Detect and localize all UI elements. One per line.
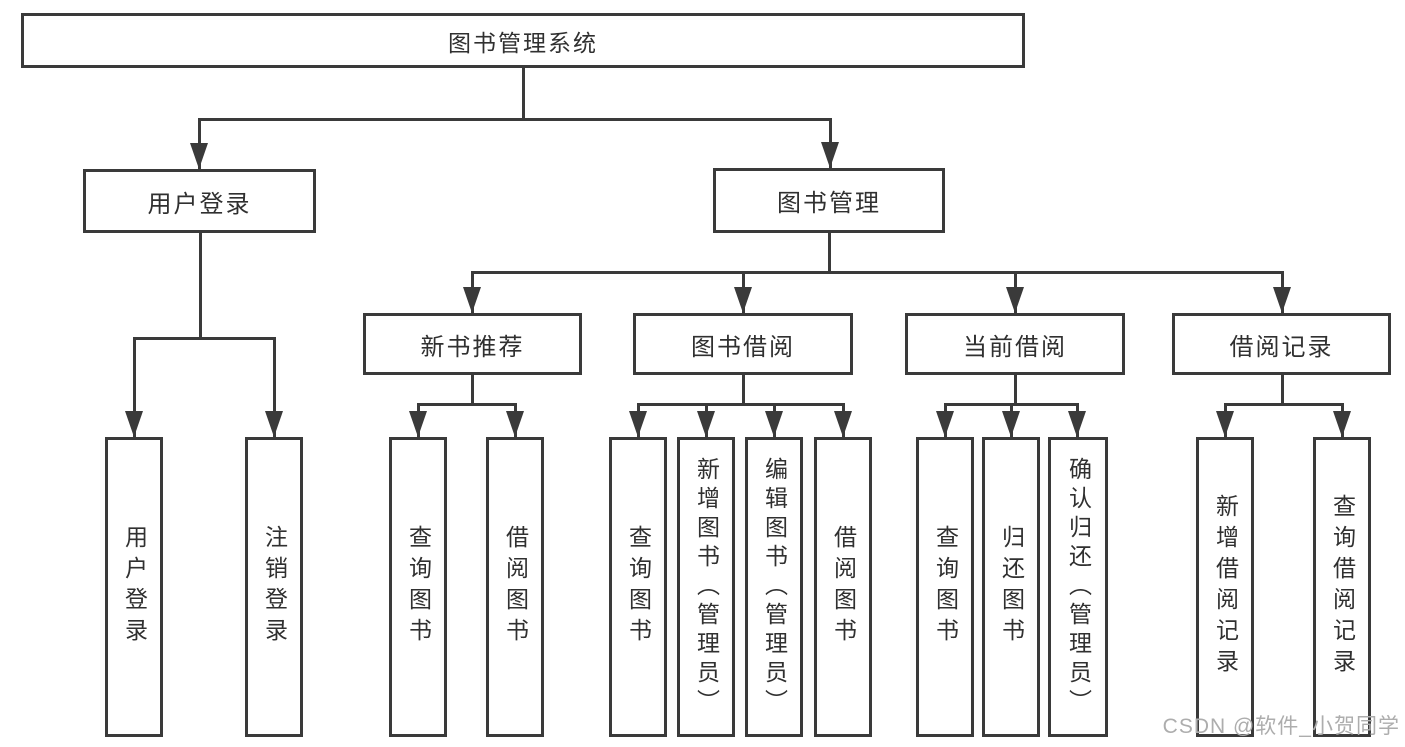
arrowhead-icon (409, 411, 427, 437)
leaf-confirm-return-admin: 确认归还（管理员） (1048, 437, 1108, 737)
leaf-query-books-borrow-label: 查询图书 (625, 525, 652, 649)
node-user-login: 用户登录 (83, 169, 316, 233)
arrowhead-icon (1216, 411, 1234, 437)
arrowhead-icon (834, 411, 852, 437)
arrowhead-icon (463, 287, 481, 313)
arrowhead-icon (190, 143, 208, 169)
connector-line (198, 233, 202, 338)
leaf-borrow-books-recommend-label: 借阅图书 (502, 525, 529, 649)
node-book-borrow: 图书借阅 (633, 313, 853, 375)
connector-line (1013, 375, 1017, 404)
connector-line (470, 270, 1284, 274)
connector-line (1280, 375, 1284, 404)
connector-line (416, 402, 517, 406)
arrowhead-icon (765, 411, 783, 437)
leaf-edit-book-admin: 编辑图书（管理员） (745, 437, 803, 737)
arrowhead-icon (1273, 287, 1291, 313)
arrowhead-icon (821, 142, 839, 168)
connector-line (636, 402, 845, 406)
leaf-confirm-return-admin-label: 确认归还（管理员） (1065, 456, 1092, 718)
arrowhead-icon (697, 411, 715, 437)
connector-line (272, 338, 276, 437)
connector-line (943, 402, 1079, 406)
arrowhead-icon (936, 411, 954, 437)
connector-line (827, 233, 831, 272)
node-new-book-recommend: 新书推荐 (363, 313, 582, 375)
leaf-query-books-current: 查询图书 (916, 437, 974, 737)
arrowhead-icon (1002, 411, 1020, 437)
connector-line (741, 375, 745, 404)
connector-line (1223, 402, 1344, 406)
arrowhead-icon (1068, 411, 1086, 437)
leaf-borrow-books: 借阅图书 (814, 437, 872, 737)
leaf-return-book-label: 归还图书 (998, 525, 1025, 649)
connector-line (132, 336, 276, 340)
connector-line (197, 117, 832, 121)
arrowhead-icon (1333, 411, 1351, 437)
node-user-login-label: 用户登录 (147, 190, 252, 218)
leaf-logout: 注销登录 (245, 437, 303, 737)
leaf-edit-book-admin-label: 编辑图书（管理员） (761, 456, 788, 718)
leaf-query-borrow-record-label: 查询借阅记录 (1329, 494, 1356, 680)
node-borrow-records: 借阅记录 (1172, 313, 1391, 375)
arrowhead-icon (125, 411, 143, 437)
node-book-borrow-label: 图书借阅 (691, 333, 795, 361)
node-new-book-recommend-label: 新书推荐 (420, 333, 525, 361)
leaf-query-books-borrow: 查询图书 (609, 437, 667, 737)
leaf-query-books-recommend: 查询图书 (389, 437, 447, 737)
leaf-borrow-books-label: 借阅图书 (830, 525, 857, 649)
arrowhead-icon (265, 411, 283, 437)
arrowhead-icon (506, 411, 524, 437)
leaf-add-book-admin-label: 新增图书（管理员） (693, 456, 720, 718)
connector-line (132, 338, 136, 437)
leaf-add-borrow-record-label: 新增借阅记录 (1212, 494, 1239, 680)
leaf-query-books-recommend-label: 查询图书 (405, 525, 432, 649)
leaf-add-book-admin: 新增图书（管理员） (677, 437, 735, 737)
node-library-system-label: 图书管理系统 (448, 29, 598, 56)
leaf-logout-label: 注销登录 (261, 525, 288, 649)
node-current-borrow: 当前借阅 (905, 313, 1125, 375)
connector-line (521, 68, 525, 119)
leaf-query-borrow-record: 查询借阅记录 (1313, 437, 1371, 737)
arrowhead-icon (1006, 287, 1024, 313)
leaf-add-borrow-record: 新增借阅记录 (1196, 437, 1254, 737)
node-book-management: 图书管理 (713, 168, 945, 233)
leaf-borrow-books-recommend: 借阅图书 (486, 437, 544, 737)
arrowhead-icon (734, 287, 752, 313)
arrowhead-icon (629, 411, 647, 437)
node-borrow-records-label: 借阅记录 (1229, 333, 1334, 361)
leaf-user-login: 用户登录 (105, 437, 163, 737)
node-current-borrow-label: 当前借阅 (963, 333, 1067, 361)
node-book-management-label: 图书管理 (777, 190, 881, 217)
leaf-query-books-current-label: 查询图书 (932, 525, 959, 649)
node-library-system: 图书管理系统 (21, 13, 1025, 68)
leaf-user-login-label: 用户登录 (121, 525, 148, 649)
watermark-text: CSDN @软件_小贺同学 (1162, 715, 1400, 738)
leaf-return-book: 归还图书 (982, 437, 1040, 737)
connector-line (470, 375, 474, 404)
